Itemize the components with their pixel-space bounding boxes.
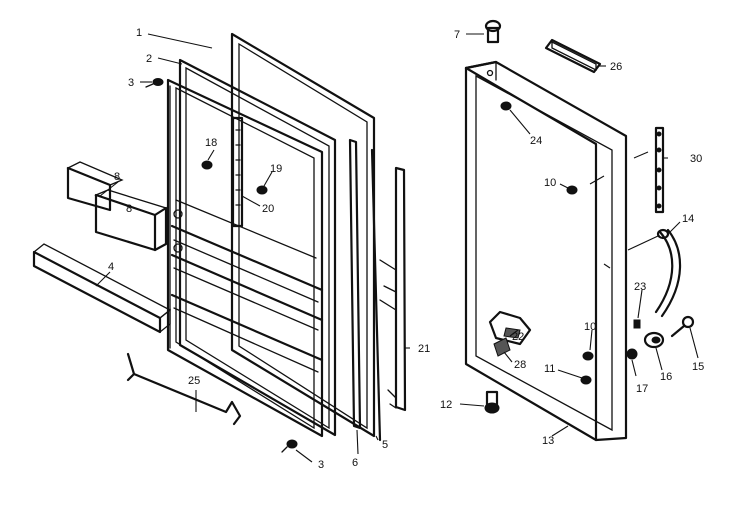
label-24: 24 <box>530 135 542 147</box>
part-10-screw-lower <box>582 351 594 361</box>
label-8-upper: 8 <box>114 171 120 183</box>
part-7-hinge-pin <box>484 19 502 44</box>
part-26-handle-cap <box>544 38 602 74</box>
part-28-cap <box>493 337 511 357</box>
inner-door-panel <box>166 78 324 438</box>
part-5-rod <box>370 148 382 442</box>
part-17-washer <box>626 348 638 360</box>
label-21: 21 <box>418 343 430 355</box>
label-1: 1 <box>136 27 142 39</box>
label-11: 11 <box>544 363 555 375</box>
part-23-clip <box>633 319 641 329</box>
label-7: 7 <box>454 29 460 41</box>
label-6: 6 <box>352 457 358 469</box>
label-26: 26 <box>610 61 622 73</box>
part-24-fastener <box>500 101 512 111</box>
part-18-screw <box>201 160 213 170</box>
label-17: 17 <box>636 383 648 395</box>
part-3-screw-bottom <box>281 439 298 453</box>
label-16: 16 <box>660 371 672 383</box>
label-28: 28 <box>514 359 526 371</box>
part-4-shelf-bar <box>32 243 172 334</box>
label-3-bottom: 3 <box>318 459 324 471</box>
label-19: 19 <box>270 163 282 175</box>
leader-lines <box>95 33 699 463</box>
label-23: 23 <box>634 281 646 293</box>
label-15: 15 <box>692 361 704 373</box>
part-3-screw-top <box>145 78 164 88</box>
part-25-wire-bracket <box>126 352 242 426</box>
part-14-hinge-arm <box>654 228 682 318</box>
label-8-lower: 8 <box>126 203 132 215</box>
part-13-outer-door <box>464 60 628 442</box>
label-25: 25 <box>188 375 200 387</box>
label-20: 20 <box>262 203 274 215</box>
part-2-liner-frame <box>178 58 337 437</box>
part-16-bushing <box>643 331 665 349</box>
part-21-side-panel <box>379 166 407 412</box>
part-30-rail <box>654 126 665 214</box>
part-20-bracket <box>231 116 244 228</box>
part-11-screw <box>580 375 592 385</box>
label-13: 13 <box>542 435 554 447</box>
label-3-top: 3 <box>128 77 134 89</box>
label-14: 14 <box>682 213 694 225</box>
part-15-bolt <box>670 315 695 338</box>
label-4: 4 <box>108 261 114 273</box>
label-30: 30 <box>690 153 702 165</box>
part-10-screw-upper <box>566 185 578 195</box>
label-10-upper: 10 <box>544 177 556 189</box>
label-2: 2 <box>146 53 152 65</box>
part-6-strip <box>348 138 362 430</box>
part-8-bins <box>66 161 168 252</box>
part-1-outer-gasket <box>230 32 376 438</box>
label-10-lower: 10 <box>584 321 596 333</box>
label-22: 22 <box>512 331 524 343</box>
part-22-plate <box>488 310 532 346</box>
part-19-screw <box>256 185 268 195</box>
label-5: 5 <box>382 439 388 451</box>
label-12: 12 <box>440 399 452 411</box>
part-number-labels: 1 2 3 18 8 19 20 8 4 21 25 5 6 3 7 26 24… <box>108 27 704 471</box>
label-18: 18 <box>205 137 217 149</box>
part-12-hinge-pin <box>484 390 500 414</box>
